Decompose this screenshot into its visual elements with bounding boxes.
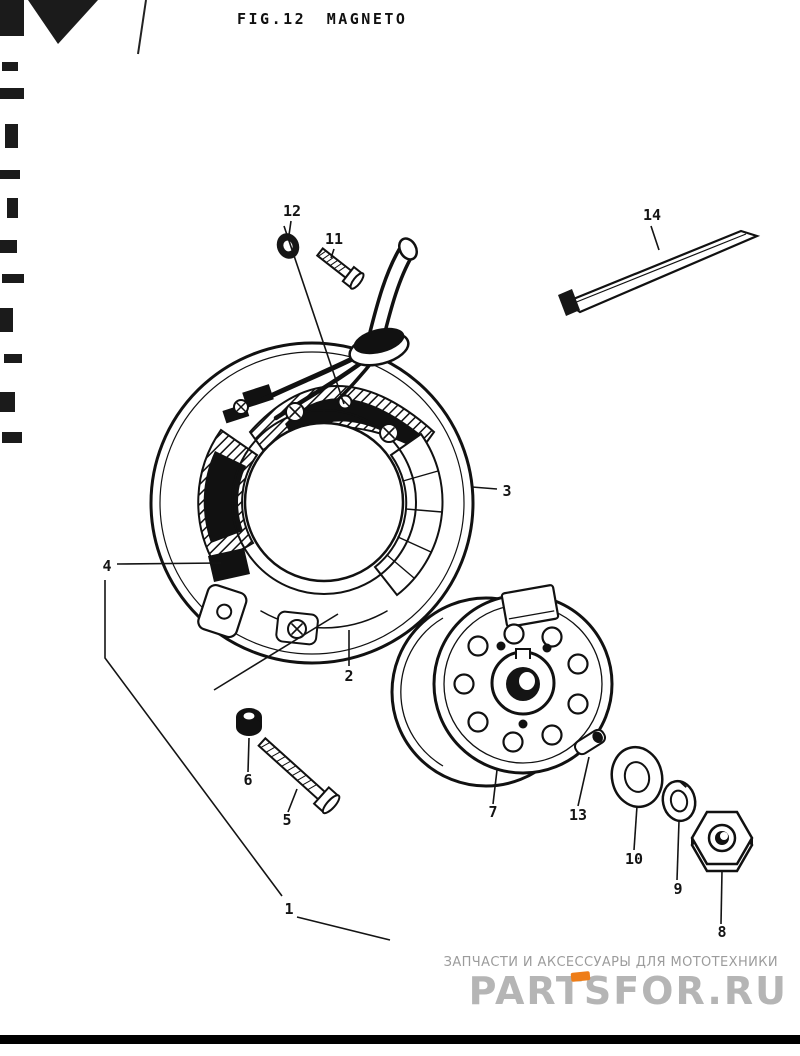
ignition-cable xyxy=(348,237,419,367)
callout-1: 1 xyxy=(284,900,293,918)
stator-pole-right xyxy=(373,432,444,597)
callout-4: 4 xyxy=(102,557,111,575)
rotor-window xyxy=(500,584,560,628)
leader-lines xyxy=(104,220,723,941)
stator-screws xyxy=(233,394,399,639)
watermark-logo: PARTSFOR.RU xyxy=(469,969,788,1013)
rotor-holes xyxy=(453,623,589,753)
callout-14: 14 xyxy=(643,206,661,224)
part-11-screw xyxy=(315,247,365,290)
watermark-tagline: ЗАПЧАСТИ И АКСЕССУАРЫ ДЛЯ МОТОТЕХНИКИ xyxy=(443,955,778,970)
logo-text: PARTSFOR.RU xyxy=(468,969,788,1013)
figure-title: FIG.12 MAGNETO xyxy=(237,10,408,28)
callout-2: 2 xyxy=(344,667,353,685)
rotor-rivets xyxy=(496,641,552,729)
page-bottom-border xyxy=(0,1035,800,1044)
part-10-washer xyxy=(610,745,664,809)
part-14-strip xyxy=(558,229,761,316)
logo-accent-mark xyxy=(570,971,591,982)
callout-6: 6 xyxy=(243,771,252,789)
rotor-center-hub xyxy=(490,648,556,716)
callout-12: 12 xyxy=(283,202,301,220)
callout-10: 10 xyxy=(625,850,643,868)
part-9-lock-washer xyxy=(661,779,697,823)
part-12-washer xyxy=(276,233,300,259)
callout-11: 11 xyxy=(325,230,343,248)
callout-8: 8 xyxy=(717,923,726,941)
callout-7: 7 xyxy=(488,803,497,821)
scan-artifacts xyxy=(0,0,147,443)
part-5-bolt xyxy=(257,736,341,815)
callout-5: 5 xyxy=(282,811,291,829)
callout-3: 3 xyxy=(502,482,511,500)
part-6-nut xyxy=(236,708,262,736)
stator-plate xyxy=(149,341,475,665)
callout-13: 13 xyxy=(569,806,587,824)
part-13-key xyxy=(573,728,607,756)
callout-9: 9 xyxy=(673,880,682,898)
cable-grommet xyxy=(353,327,405,355)
flywheel-rotor xyxy=(390,584,614,788)
callouts: 1 2 3 4 5 6 7 8 9 10 11 12 13 14 xyxy=(102,202,726,941)
part-8-hex-nut xyxy=(690,810,754,873)
